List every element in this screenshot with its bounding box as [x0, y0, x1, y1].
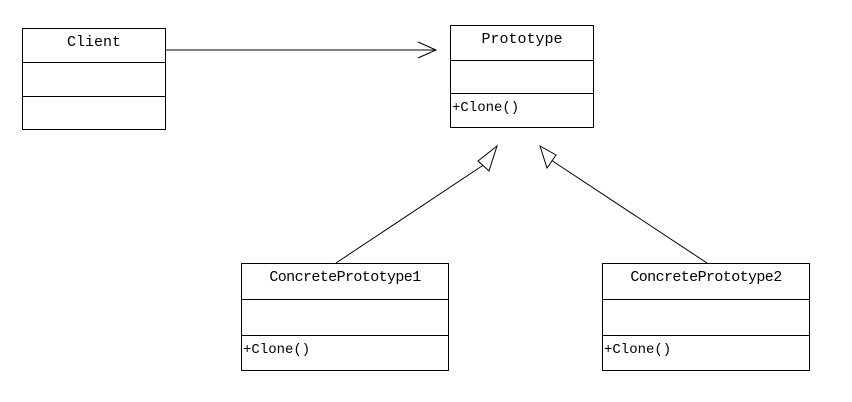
class-client[interactable]: Client — [22, 28, 166, 130]
class-operations — [23, 95, 165, 129]
class-attributes — [23, 62, 165, 95]
generalization-line-cp1 — [335, 161, 489, 264]
class-attributes — [451, 59, 593, 94]
class-name: ConcretePrototype2 — [630, 269, 782, 286]
class-name: Client — [66, 34, 121, 51]
generalization-arrowhead-cp2 — [539, 144, 557, 170]
class-concrete-prototype-2[interactable]: ConcretePrototype2 +Clone() — [602, 263, 810, 371]
generalization-arrowhead-cp1 — [477, 144, 498, 172]
class-operations: +Clone() — [242, 334, 448, 370]
association-arrowhead — [417, 41, 438, 59]
class-concrete-prototype-1[interactable]: ConcretePrototype1 +Clone() — [241, 263, 449, 371]
generalization-line-cp2 — [550, 159, 708, 264]
class-name: ConcretePrototype1 — [269, 269, 421, 286]
class-prototype[interactable]: Prototype +Clone() — [450, 25, 594, 128]
class-operations: +Clone() — [603, 334, 809, 370]
class-operations: +Clone() — [451, 93, 593, 127]
class-attributes — [242, 299, 448, 334]
class-attributes — [603, 299, 809, 334]
class-name: Prototype — [481, 31, 563, 48]
